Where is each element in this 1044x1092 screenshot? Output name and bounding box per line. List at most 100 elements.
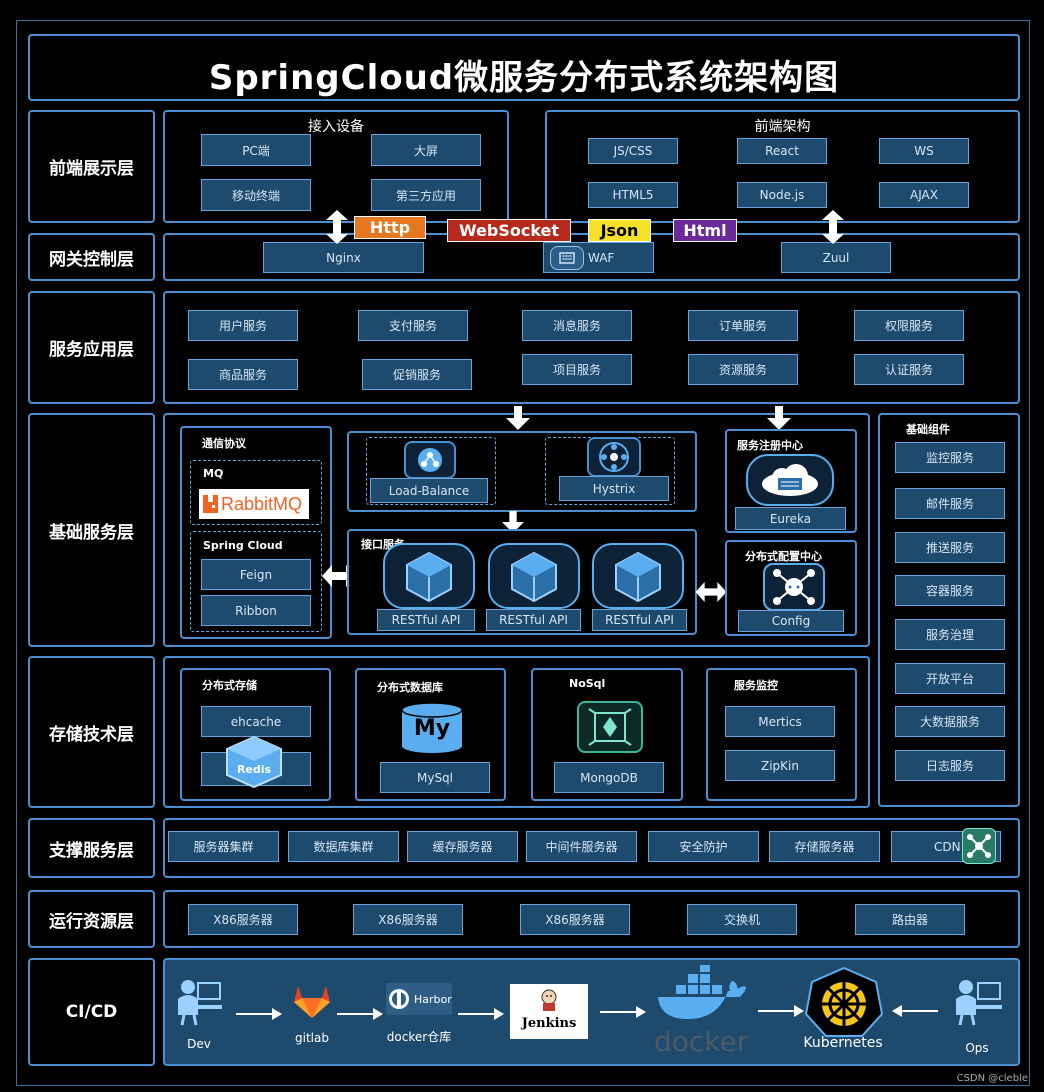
cicd-dev-label: Dev (187, 1037, 211, 1051)
component-governance: 服务治理 (895, 619, 1005, 650)
mq-title: MQ (203, 467, 224, 480)
service-payment: 支付服务 (358, 310, 468, 341)
service-permission: 权限服务 (854, 310, 964, 341)
arrow-right-icon (458, 1008, 504, 1020)
arrow-right-icon (337, 1008, 383, 1020)
protocol-json: Json (588, 219, 651, 242)
service-resource: 资源服务 (688, 354, 798, 385)
comm-title: 通信协议 (202, 437, 246, 450)
kubernetes-icon (804, 966, 884, 1037)
component-open-platform: 开放平台 (895, 663, 1005, 694)
arrow-right-icon (600, 1006, 646, 1018)
device-mobile: 移动终端 (201, 179, 311, 211)
cicd-ops-label: Ops (965, 1041, 989, 1055)
mq-group: MQ RabbitMQ (190, 460, 322, 525)
arch-jscss: JS/CSS (588, 138, 678, 164)
components-panel: 基础组件 (878, 413, 1020, 807)
support-server-cluster: 服务器集群 (168, 831, 279, 862)
api-restful-2: RESTful API (486, 609, 581, 631)
storage-mongodb: MongoDB (554, 762, 664, 793)
mysql-logo-text: My (413, 716, 451, 741)
redis-logo-text: Redis (236, 763, 272, 776)
service-user: 用户服务 (188, 310, 298, 341)
dist-storage-title: 分布式存储 (202, 679, 257, 692)
rabbitmq-icon (203, 495, 218, 513)
load-balance: Load-Balance (370, 478, 488, 503)
layer-label-gateway: 网关控制层 (28, 233, 155, 281)
service-promotion: 促销服务 (362, 359, 472, 390)
protocol-html: Html (673, 219, 737, 242)
lb-group (366, 437, 496, 505)
registry-eureka: Eureka (735, 507, 846, 530)
support-middleware-server: 中间件服务器 (526, 831, 637, 862)
registry-title: 服务注册中心 (737, 439, 803, 452)
runtime-router: 路由器 (855, 904, 965, 935)
component-mail: 邮件服务 (895, 488, 1005, 519)
service-order: 订单服务 (688, 310, 798, 341)
watermark: CSDN @cleble (956, 1073, 1028, 1084)
arrow-down-icon (506, 406, 530, 430)
device-bigscreen: 大屏 (371, 134, 481, 166)
component-bigdata: 大数据服务 (895, 706, 1005, 737)
mongodb-icon (577, 701, 643, 753)
hystrix: Hystrix (559, 476, 669, 501)
layer-label-support: 支撑服务层 (28, 818, 155, 878)
component-push: 推送服务 (895, 532, 1005, 563)
runtime-switch: 交换机 (687, 904, 797, 935)
service-project: 项目服务 (522, 354, 632, 385)
docker-whale-icon (658, 965, 746, 1019)
layer-label-storage: 存储技术层 (28, 656, 155, 808)
redis-icon: Redis (223, 735, 285, 789)
developer-icon (178, 980, 222, 1026)
config-server: Config (738, 610, 844, 632)
devices-title: 接入设备 (308, 119, 364, 135)
layer-label-service: 服务应用层 (28, 291, 155, 404)
spring-cloud-feign: Feign (201, 559, 311, 590)
device-thirdparty: 第三方应用 (371, 179, 481, 211)
support-cdn-label: CDN (934, 839, 961, 854)
service-message: 消息服务 (522, 310, 632, 341)
protocol-http: Http (354, 216, 426, 239)
monitor-metrics: Mertics (725, 706, 835, 737)
harbor-logo-text: Harbor (414, 992, 452, 1006)
layer-label-base: 基础服务层 (28, 413, 155, 647)
components-title: 基础组件 (906, 423, 950, 436)
service-product: 商品服务 (188, 359, 298, 390)
dist-db-title: 分布式数据库 (377, 681, 443, 694)
operator-icon (956, 980, 1002, 1026)
support-cache-server: 缓存服务器 (407, 831, 518, 862)
spring-cloud-title: Spring Cloud (203, 539, 283, 552)
arrow-right-icon (758, 1005, 804, 1017)
harbor-logo: Harbor (386, 983, 452, 1015)
config-title: 分布式配置中心 (745, 550, 822, 563)
page-title: SpringCloud微服务分布式系统架构图 (208, 58, 840, 98)
device-pc: PC端 (201, 134, 311, 166)
arch-nodejs: Node.js (737, 182, 827, 208)
arch-ws: WS (879, 138, 969, 164)
support-storage-server: 存储服务器 (769, 831, 880, 862)
component-monitor: 监控服务 (895, 442, 1005, 473)
docker-logo-text: docker (654, 1025, 749, 1058)
gateway-waf: WAF (543, 242, 654, 273)
title-panel: SpringCloud微服务分布式系统架构图 (28, 34, 1020, 101)
hystrix-icon (587, 437, 641, 477)
arch-react: React (737, 138, 827, 164)
api-restful-3: RESTful API (592, 609, 687, 631)
gateway-zuul: Zuul (781, 242, 891, 273)
spring-cloud-ribbon: Ribbon (201, 595, 311, 626)
rabbitmq-logo-text: RabbitMQ (221, 493, 303, 514)
cicd-gitlab-label: gitlab (295, 1031, 329, 1045)
api-cube-icon (383, 543, 475, 609)
arrow-down-icon (502, 511, 524, 533)
arch-ajax: AJAX (879, 182, 969, 208)
support-security: 安全防护 (648, 831, 759, 862)
config-network-icon (763, 563, 825, 611)
api-cube-icon (592, 543, 684, 609)
gitlab-icon (294, 986, 330, 1018)
component-log: 日志服务 (895, 750, 1005, 781)
runtime-x86-1: X86服务器 (188, 904, 298, 935)
jenkins-logo: Jenkins (510, 984, 588, 1039)
nosql-title: NoSql (569, 677, 606, 690)
spring-cloud-group: Spring Cloud (190, 531, 322, 632)
gateway-nginx: Nginx (263, 242, 424, 273)
